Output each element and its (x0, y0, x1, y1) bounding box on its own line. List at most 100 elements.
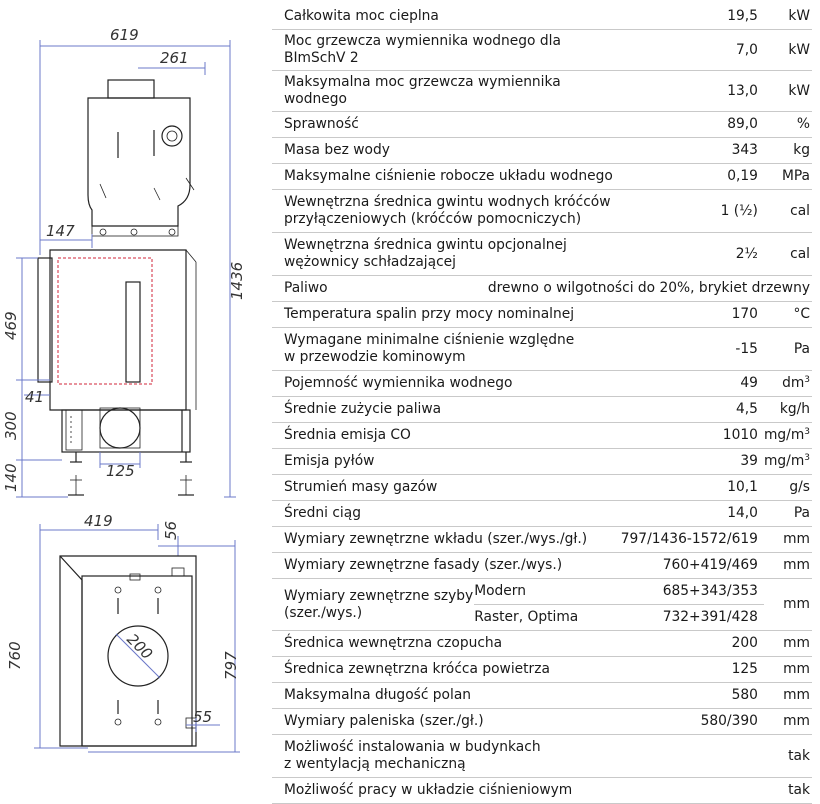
flue-opening (107, 625, 169, 687)
spec-label: Strumień masy gazów (272, 474, 621, 501)
spec-label-line1: Wymagane minimalne ciśnienie względne (284, 332, 575, 348)
top-body (81, 575, 193, 747)
spec-row-mechanical-ventilation: Możliwość instalowania w budynkach z wen… (272, 734, 812, 778)
spec-label-line2: (szer./wys.) (284, 604, 363, 621)
dim-300: 300 (2, 411, 20, 440)
dim-125: 125 (106, 462, 135, 480)
spec-value: 760+419/469 (620, 552, 764, 579)
spec-value: 2½ (620, 232, 764, 276)
spec-value: 7,0 (620, 29, 764, 71)
spec-row-water-thread: Wewnętrzna średnica gwintu wodnych króćc… (272, 189, 812, 233)
spec-label-line1: Wewnętrzna średnica gwintu wodnych króćc… (284, 194, 611, 210)
spec-unit: mg/m3 (763, 448, 812, 475)
spec-unit: MPa (763, 163, 812, 190)
spec-row-co-emission: Średnia emisja CO 1010 mg/m3 (272, 422, 812, 449)
spec-label: Paliwo (272, 275, 475, 302)
spec-value: 14,0 (620, 500, 764, 527)
spec-row-glass-dimensions-raster: Raster, Optima 732+391/428 (272, 604, 812, 631)
dim-140: 140 (2, 463, 20, 492)
spec-row-total-power: Całkowita moc cieplna 19,5 kW (272, 4, 812, 30)
spec-label: Maksymalna moc grzewcza wymiennika wodne… (272, 70, 621, 112)
dim-469: 469 (2, 311, 20, 340)
spec-value-raster: 732+391/428 (620, 604, 764, 631)
spec-value: 19,5 (620, 4, 764, 30)
spec-value: 343 (620, 137, 764, 164)
spec-label-line1: Wymiary zewnętrzne szyby (284, 587, 474, 604)
spec-row-max-pressure: Maksymalne ciśnienie robocze układu wodn… (272, 163, 812, 190)
spec-unit: tak (763, 734, 812, 778)
spec-value: 0,19 (620, 163, 764, 190)
spec-label: Średni ciąg (272, 500, 621, 527)
spec-value-modern: 685+343/353 (620, 578, 764, 605)
spec-row-fuel: Paliwo drewno o wilgotności do 20%, bryk… (272, 275, 812, 302)
spec-row-insert-dimensions: Wymiary zewnętrzne wkładu (szer./wys./gł… (272, 526, 812, 553)
spec-label: Całkowita moc cieplna (272, 4, 621, 30)
spec-row-min-draught: Wymagane minimalne ciśnienie względne w … (272, 327, 812, 371)
spec-label-line2: przyłączeniowych (króćców pomocniczych) (284, 211, 582, 227)
spec-row-water-power-bimschv: Moc grzewcza wymiennika wodnego dla BImS… (272, 29, 812, 71)
spec-value: 797/1436-1572/619 (620, 526, 764, 553)
spec-table: Całkowita moc cieplna 19,5 kW Moc grzewc… (272, 4, 812, 804)
spec-label: Maksymalna długość polan (272, 682, 621, 709)
spec-unit: °C (763, 301, 812, 328)
spec-row-coil-thread: Wewnętrzna średnica gwintu opcjonalnej w… (272, 232, 812, 276)
spec-row-exchanger-capacity: Pojemność wymiennika wodnego 49 dm3 (272, 370, 812, 397)
spec-row-firebox-dimensions: Wymiary paleniska (szer./gł.) 580/390 mm (272, 708, 812, 735)
dim-760: 760 (6, 641, 24, 670)
spec-unit: mm (763, 630, 812, 657)
spec-row-glass-dimensions-modern: Wymiary zewnętrzne szyby (szer./wys.) Mo… (272, 578, 812, 621)
spec-value: 10,1 (620, 474, 764, 501)
spec-value: 4,5 (620, 396, 764, 423)
spec-unit: Pa (763, 327, 812, 371)
spec-value: 580/390 (620, 708, 764, 735)
spec-row-gas-mass-flow: Strumień masy gazów 10,1 g/s (272, 474, 812, 501)
spec-row-flue-temp: Temperatura spalin przy mocy nominalnej … (272, 301, 812, 328)
front-view: 619 261 147 1436 (2, 26, 246, 498)
spec-unit: kW (763, 29, 812, 71)
spec-label-line1: Możliwość instalowania w budynkach (284, 739, 541, 755)
dim-56: 56 (162, 521, 180, 540)
spec-label: Wewnętrzna średnica gwintu wodnych króćc… (272, 189, 621, 233)
spec-label: Wymiary paleniska (szer./gł.) (272, 708, 621, 735)
spec-label: Wymiary zewnętrzne szyby (szer./wys.) (272, 579, 474, 631)
spec-row-fuel-consumption: Średnie zużycie paliwa 4,5 kg/h (272, 396, 812, 423)
spec-value: 49 (620, 370, 764, 397)
spec-row-facade-dimensions: Wymiary zewnętrzne fasady (szer./wys.) 7… (272, 552, 812, 579)
spec-value: drewno o wilgotności do 20%, brykiet drz… (474, 275, 812, 302)
spec-label-line2: w przewodzie kominowym (284, 349, 466, 365)
technical-drawing: 619 261 147 1436 (2, 26, 246, 753)
spec-row-pressure-system: Możliwość pracy w układzie ciśnieniowym … (272, 777, 812, 804)
spec-value: 125 (620, 656, 764, 683)
spec-unit: dm3 (763, 370, 812, 397)
spec-value: 170 (620, 301, 764, 328)
spec-unit: mm (763, 526, 812, 553)
spec-label: Wymiary zewnętrzne fasady (szer./wys.) (272, 552, 621, 579)
spec-value: 39 (620, 448, 764, 475)
dim-41: 41 (25, 388, 44, 406)
spec-label: Moc grzewcza wymiennika wodnego dla BImS… (272, 29, 621, 71)
spec-label: Średnie zużycie paliwa (272, 396, 621, 423)
spec-row-flue-diameter: Średnica wewnętrzna czopucha 200 mm (272, 630, 812, 657)
spec-label: Wewnętrzna średnica gwintu opcjonalnej w… (272, 232, 621, 276)
dim-619: 619 (110, 26, 139, 44)
spec-row-log-length: Maksymalna długość polan 580 mm (272, 682, 812, 709)
spec-label-line2: z wentylacją mechaniczną (284, 756, 466, 772)
spec-unit: cal (763, 189, 812, 233)
spec-value: 13,0 (620, 70, 764, 112)
spec-unit: mm (763, 708, 812, 735)
spec-label: Możliwość pracy w układzie ciśnieniowym (272, 777, 764, 804)
spec-label: Emisja pyłów (272, 448, 621, 475)
spec-unit: kg/h (763, 396, 812, 423)
spec-label: Średnica zewnętrzna króćca powietrza (272, 656, 621, 683)
air-inlet (99, 407, 141, 449)
base-frame (61, 409, 191, 453)
top-view: 419 56 200 760 797 55 (6, 512, 240, 753)
spec-unit: mm (763, 656, 812, 683)
spec-value: 1 (½) (620, 189, 764, 233)
spec-unit: mm (763, 552, 812, 579)
spec-unit: kW (763, 70, 812, 112)
spec-label: Możliwość instalowania w budynkach z wen… (272, 734, 764, 778)
dim-1436: 1436 (228, 262, 246, 300)
spec-label: Temperatura spalin przy mocy nominalnej (272, 301, 621, 328)
spec-row-max-water-power: Maksymalna moc grzewcza wymiennika wodne… (272, 70, 812, 112)
